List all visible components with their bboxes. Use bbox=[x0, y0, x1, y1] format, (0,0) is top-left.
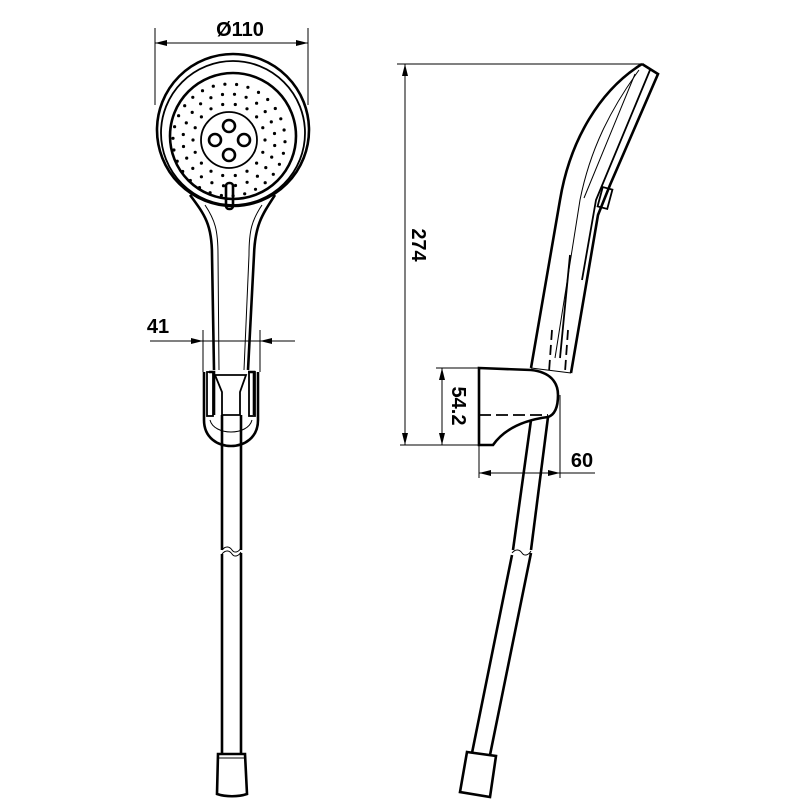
wall-holder bbox=[202, 370, 260, 448]
handset-side bbox=[529, 62, 660, 374]
dimension-head-diameter: Ø110 bbox=[154, 19, 309, 105]
hose-side bbox=[458, 416, 550, 799]
spray-dots bbox=[171, 82, 287, 198]
side-button bbox=[596, 185, 614, 211]
wall-holder-side bbox=[477, 366, 572, 447]
mode-toggle bbox=[224, 181, 235, 211]
hose bbox=[215, 415, 249, 798]
dimension-label-height: 274 bbox=[407, 228, 429, 262]
dimension-label-holder-depth: 60 bbox=[571, 450, 593, 472]
hose-end-fitting bbox=[215, 752, 249, 798]
side-view: 274 54.2 bbox=[397, 62, 660, 799]
dimension-handle-width: 41 bbox=[147, 316, 295, 372]
dimension-holder-height: 54.2 bbox=[436, 367, 479, 446]
handle bbox=[188, 194, 277, 371]
shower-head bbox=[155, 52, 311, 211]
hose-end-fitting-side bbox=[458, 750, 498, 799]
dimension-label-diameter: Ø110 bbox=[216, 19, 264, 41]
dimension-label-holder-height: 54.2 bbox=[447, 387, 469, 426]
dimension-label-width: 41 bbox=[147, 316, 169, 338]
front-view: Ø110 bbox=[147, 19, 311, 798]
dimension-overall-height: 274 bbox=[397, 63, 642, 446]
dimension-holder-depth: 60 bbox=[478, 395, 595, 478]
center-nozzles bbox=[207, 118, 252, 163]
